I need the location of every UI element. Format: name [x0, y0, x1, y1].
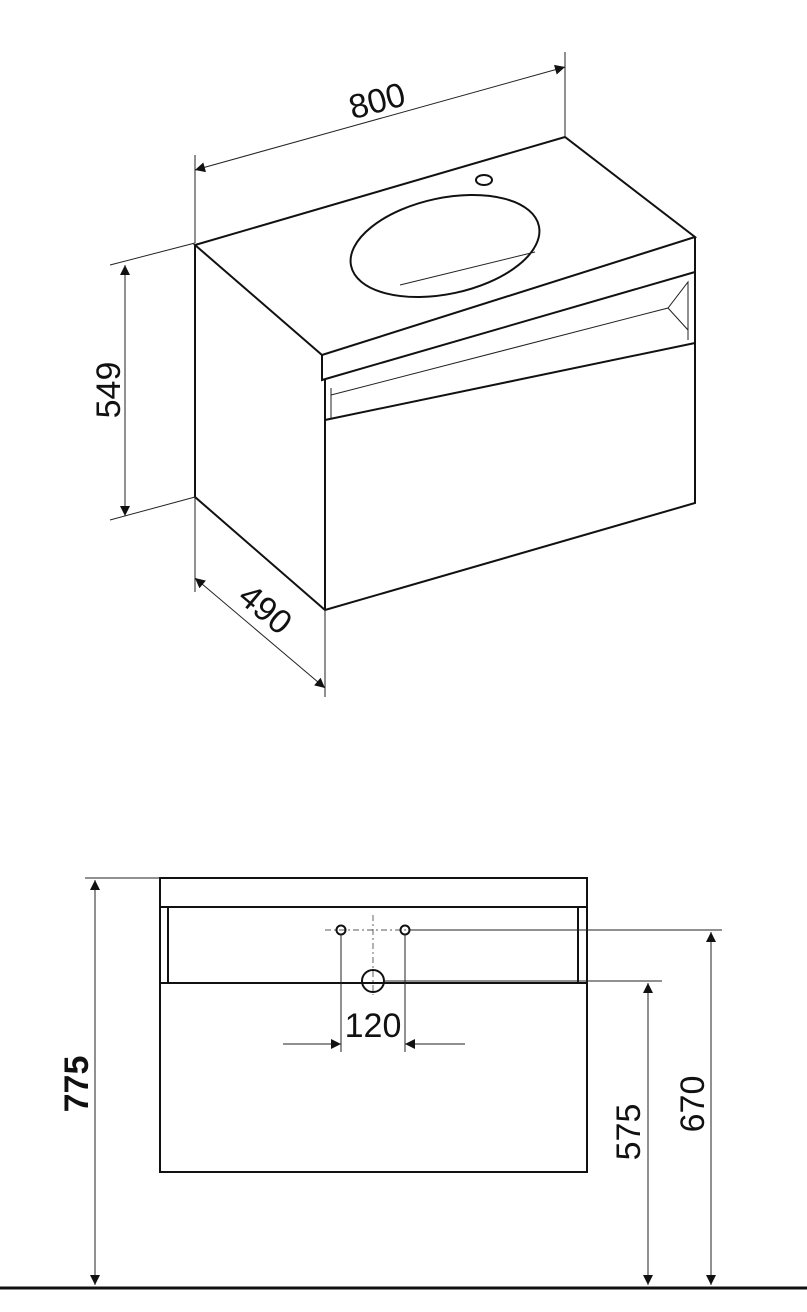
perspective-view: 800 549 490: [90, 52, 698, 697]
depth-label: 490: [231, 577, 299, 643]
tap-hole: [475, 174, 493, 186]
depth-dimension-line: [194, 577, 326, 689]
drain-height-label: 575: [610, 1104, 648, 1161]
drawer-top-edge: [324, 342, 696, 421]
extension-line: [109, 496, 196, 521]
front-view: 120 775 575 670: [0, 877, 807, 1290]
height-label: 549: [90, 362, 128, 419]
basin-bowl: [349, 193, 541, 299]
shelf-inner-line: [330, 280, 689, 396]
countertop-surface: [192, 135, 698, 357]
spacing-label: 120: [345, 1007, 402, 1045]
countertop-edge: [321, 271, 696, 382]
shelf-inner-line: [667, 307, 689, 331]
basin-overflow: [399, 251, 536, 286]
width-dimension-line: [194, 64, 566, 173]
extension-line: [109, 242, 196, 266]
countertop-front: [159, 877, 588, 908]
connection-height-label: 670: [674, 1076, 712, 1133]
cabinet-front: [159, 906, 588, 1173]
total-height-label: 775: [58, 1056, 96, 1113]
width-label: 800: [345, 76, 410, 127]
